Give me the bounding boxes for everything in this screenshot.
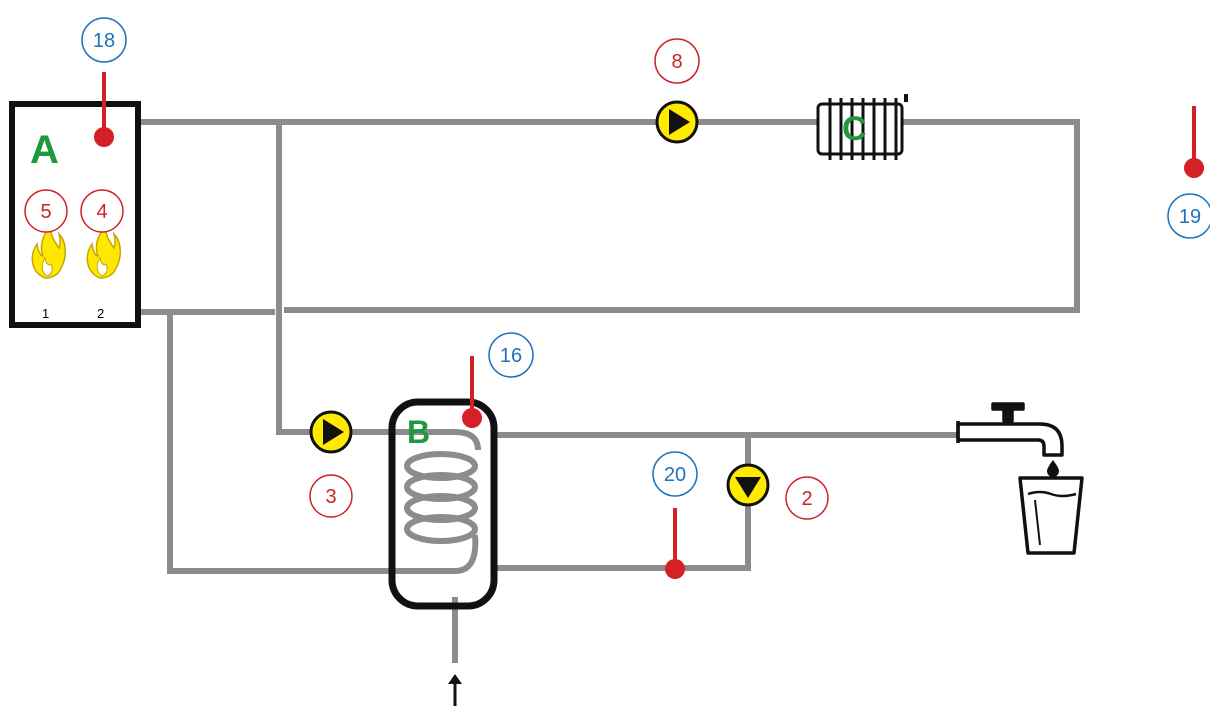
inlet-arrow-icon bbox=[448, 674, 462, 706]
tank-label: B bbox=[407, 414, 430, 450]
pipe-branch-to-tank bbox=[276, 119, 395, 435]
flame-icon bbox=[31, 223, 66, 279]
svg-text:3: 3 bbox=[325, 486, 336, 508]
marker-2: 2 bbox=[785, 476, 829, 520]
svg-text:18: 18 bbox=[93, 30, 115, 52]
svg-text:5: 5 bbox=[40, 201, 51, 223]
svg-text:19: 19 bbox=[1179, 206, 1201, 228]
marker-4: 4 bbox=[80, 189, 124, 233]
temperature-sensor-bulb bbox=[94, 127, 114, 147]
pipes bbox=[135, 119, 1080, 663]
pump-icon bbox=[655, 100, 699, 144]
marker-5: 5 bbox=[24, 189, 68, 233]
radiator-icon: C bbox=[816, 94, 908, 160]
glass-icon bbox=[1018, 476, 1084, 555]
burner-1-label: 1 bbox=[42, 306, 49, 321]
flame-icon bbox=[86, 223, 121, 279]
radiator-label: C bbox=[842, 110, 867, 148]
marker-20: 20 bbox=[652, 451, 698, 497]
boiler-label: A bbox=[30, 128, 59, 172]
pump-icon bbox=[726, 463, 770, 507]
marker-16: 16 bbox=[488, 332, 534, 378]
tank-body bbox=[388, 398, 498, 610]
pump-icon bbox=[309, 410, 353, 454]
coil-icon bbox=[392, 429, 481, 574]
water-drop-icon bbox=[1047, 460, 1059, 477]
svg-text:4: 4 bbox=[96, 201, 107, 223]
svg-text:2: 2 bbox=[801, 488, 812, 510]
burner-2-label: 2 bbox=[97, 306, 104, 321]
marker-18: 18 bbox=[81, 17, 127, 63]
svg-text:16: 16 bbox=[500, 345, 522, 367]
svg-text:8: 8 bbox=[671, 51, 682, 73]
temperature-sensor-icon bbox=[665, 508, 685, 579]
pipe-tank-return bbox=[167, 309, 395, 574]
svg-text:20: 20 bbox=[664, 464, 686, 486]
temperature-sensor-bulb bbox=[462, 408, 482, 428]
marker-8: 8 bbox=[654, 38, 700, 84]
marker-19: 19 bbox=[1167, 193, 1210, 239]
marker-3: 3 bbox=[309, 474, 353, 518]
tap-icon bbox=[956, 402, 1064, 457]
temperature-sensor-icon bbox=[1184, 106, 1204, 178]
tank: B bbox=[388, 356, 498, 610]
